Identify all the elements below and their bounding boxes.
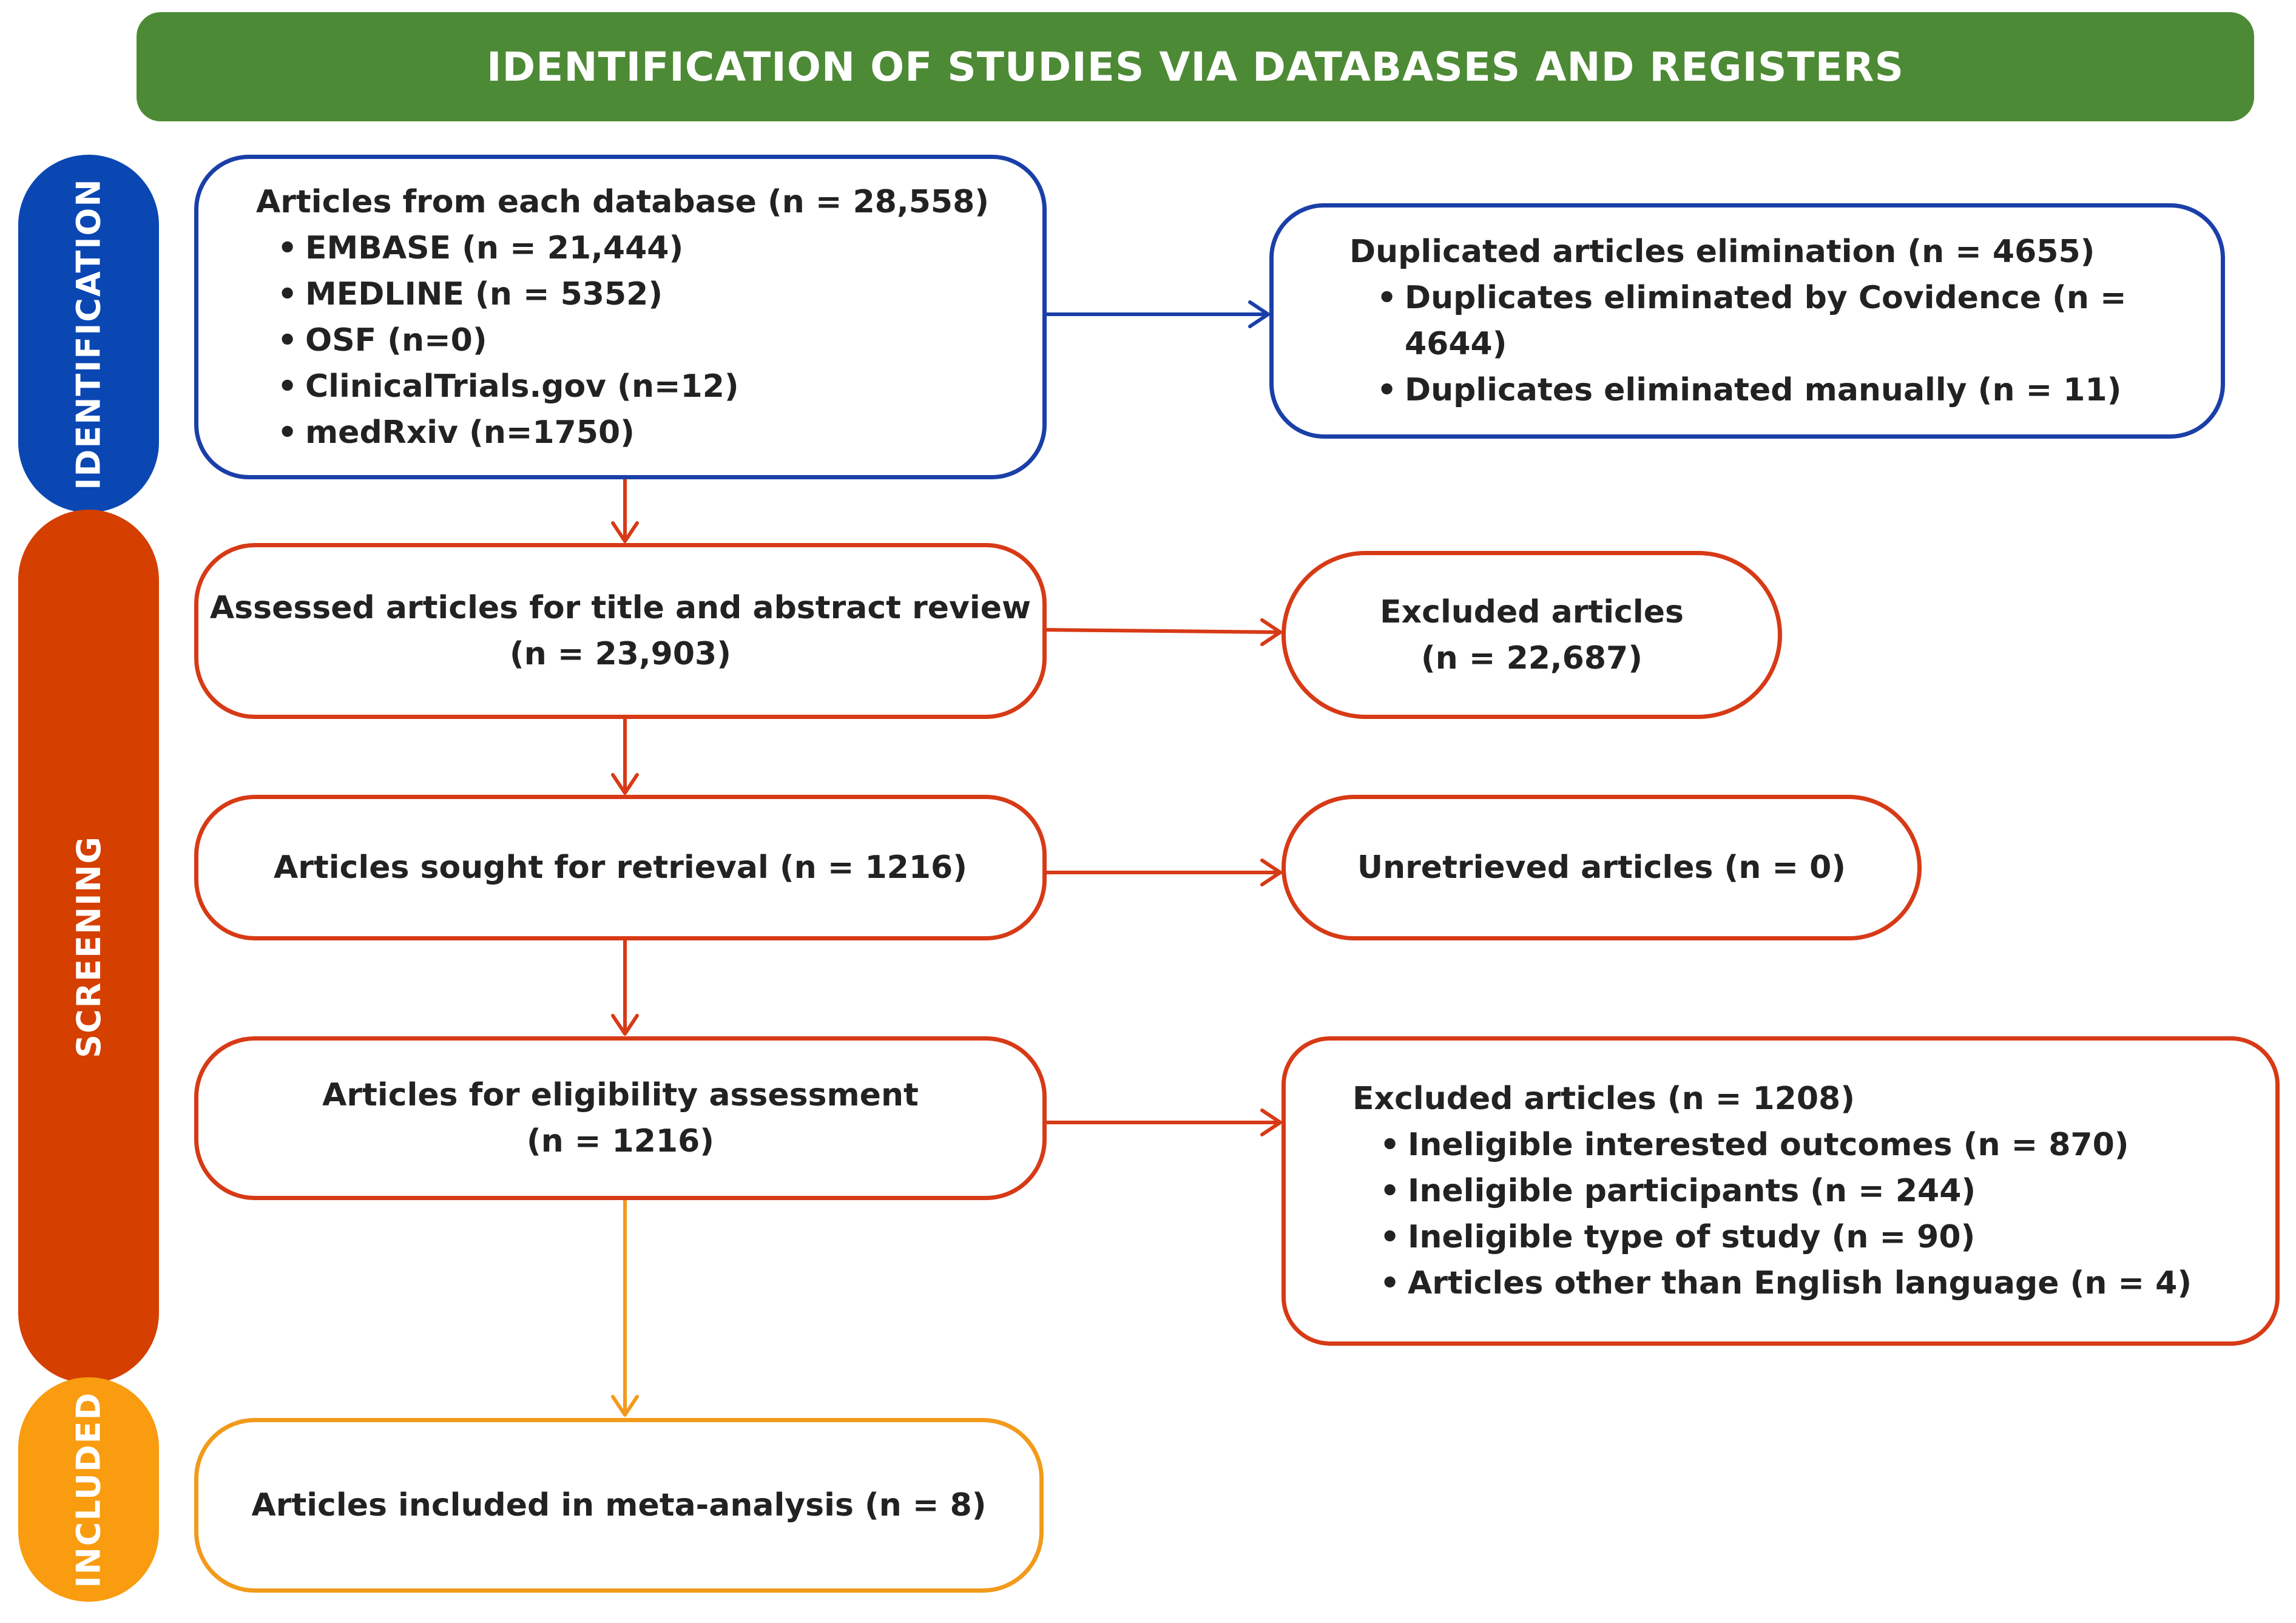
exclusion-reason-item: Ineligible participants (n = 244) [1380, 1168, 2275, 1214]
arrow-sought-to-unretrieved [1043, 859, 1282, 886]
included-label: Articles included in meta-analysis (n = … [251, 1487, 987, 1523]
stage-screening: SCREENING [18, 510, 159, 1383]
arrow-eligibility-to-included [611, 1198, 639, 1417]
eligibility-count: (n = 1216) [526, 1123, 715, 1159]
excluded-eligibility-box: Excluded articles (n = 1208) Ineligible … [1281, 1036, 2280, 1346]
exclusion-reason-item: Ineligible interested outcomes (n = 870) [1380, 1122, 2275, 1168]
arrow-eligibility-to-excluded [1043, 1108, 1282, 1136]
database-item: MEDLINE (n = 5352) [277, 271, 1042, 317]
excluded-eligibility-title: Excluded articles (n = 1208) [1352, 1081, 1855, 1117]
database-item: EMBASE (n = 21,444) [277, 225, 1042, 271]
assessed-box: Assessed articles for title and abstract… [194, 543, 1047, 719]
excluded-title-abstract-count: (n = 22,687) [1421, 639, 1643, 677]
arrow-sought-to-eligibility [611, 939, 639, 1036]
excluded-title-abstract-box: Excluded articles (n = 22,687) [1281, 551, 1782, 719]
duplicate-item: Duplicates eliminated by Covidence (n = … [1377, 275, 2221, 367]
eligibility-line1: Articles for eligibility assessment [322, 1077, 919, 1113]
arrow-assessed-to-sought [611, 717, 639, 795]
assessed-count: (n = 23,903) [510, 636, 731, 672]
database-item: medRxiv (n=1750) [277, 410, 1042, 456]
duplicate-item: Duplicates eliminated manually (n = 11) [1377, 367, 2221, 413]
unretrieved-box: Unretrieved articles (n = 0) [1281, 795, 1922, 940]
included-box: Articles included in meta-analysis (n = … [194, 1418, 1044, 1593]
duplicates-title: Duplicated articles elimination (n = 465… [1349, 234, 2095, 270]
sought-box: Articles sought for retrieval (n = 1216) [194, 795, 1047, 940]
sought-label: Articles sought for retrieval (n = 1216) [273, 849, 967, 886]
eligibility-box: Articles for eligibility assessment (n =… [194, 1036, 1047, 1200]
arrow-databases-to-assessed [611, 477, 639, 543]
assessed-line1: Assessed articles for title and abstract… [209, 590, 1032, 626]
stage-identification: IDENTIFICATION [18, 155, 159, 513]
databases-title: Articles from each database (n = 28,558) [256, 183, 990, 220]
database-item: OSF (n=0) [277, 317, 1042, 363]
unretrieved-label: Unretrieved articles (n = 0) [1357, 849, 1846, 886]
stage-included: INCLUDED [18, 1377, 159, 1602]
exclusion-reason-item: Articles other than English language (n … [1380, 1260, 2275, 1306]
exclusion-reason-item: Ineligible type of study (n = 90) [1380, 1214, 2275, 1260]
databases-box: Articles from each database (n = 28,558)… [194, 155, 1047, 479]
arrow-databases-to-duplicates [1043, 300, 1270, 328]
arrow-assessed-to-excluded [1043, 618, 1282, 646]
excluded-title-abstract-label: Excluded articles [1380, 593, 1684, 630]
database-item: ClinicalTrials.gov (n=12) [277, 363, 1042, 410]
duplicates-box: Duplicated articles elimination (n = 465… [1269, 203, 2225, 439]
banner: IDENTIFICATION OF STUDIES VIA DATABASES … [137, 12, 2254, 121]
